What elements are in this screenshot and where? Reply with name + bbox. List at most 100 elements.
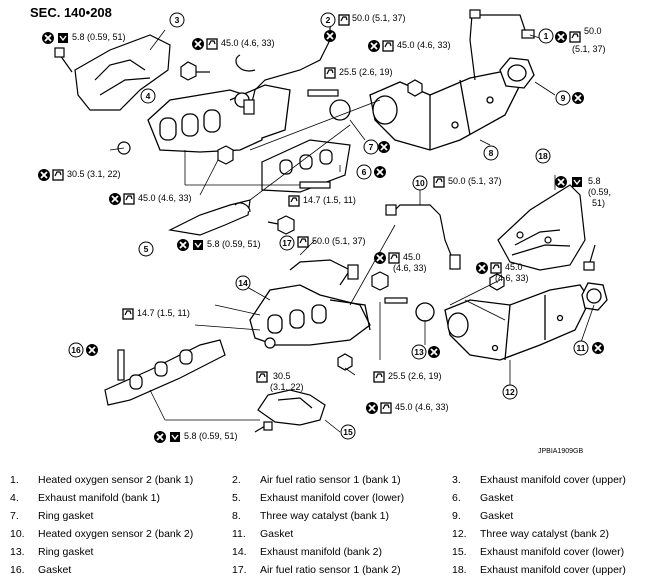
torque-19: 45.0 (4.6, 33) [395,402,449,412]
torque-9: 14.7 (1.5, 11) [303,195,356,205]
leader-lines-bank2 [149,175,595,433]
legend-item: 12.Three way catalyst (bank 2) [452,528,609,540]
manifold-cover-lower-bank1 [168,199,251,236]
gasket-16 [104,339,226,406]
stud-bank2 [384,297,408,304]
wrench-icon [388,252,400,264]
callout-2: 2 [326,15,331,25]
legend-item: 1.Heated oxygen sensor 2 (bank 1) [10,474,194,486]
legend-item: 18.Exhaust manifold cover (upper) [452,564,626,576]
wrench-icon [122,308,134,320]
replace-icon [365,401,379,415]
callout-8: 8 [489,148,494,158]
callout-numbers: 1 2 3 4 5 6 7 8 9 10 11 12 13 14 15 16 1… [71,15,585,437]
legend-item: 17.Air fuel ratio sensor 1 (bank 2) [232,564,401,576]
three-way-catalyst-bank2 [444,284,591,361]
torque-7: 30.5 (3.1, 22) [67,169,121,179]
callout-16: 16 [71,345,81,355]
replace-icon [108,192,122,206]
callout-9: 9 [561,93,566,103]
wrench-icon [433,176,445,188]
torque-16: 14.7 (1.5, 11) [137,308,190,318]
torque-1b: (5.1, 37) [572,44,606,54]
torque-5: 45.0 (4.6, 33) [397,40,451,50]
legend-item: 6.Gasket [452,492,514,504]
callout-17: 17 [282,238,292,248]
replace-icon [427,345,441,359]
legend-item: 5.Exhaust manifold cover (lower) [232,492,405,504]
manifold-cover-upper-bank2 [497,184,586,271]
heated-oxygen-sensor-bank2 [385,204,461,270]
wrench-icon [256,371,268,383]
torque-11: 50.0 (5.1, 37) [448,176,502,186]
callout-14: 14 [238,278,248,288]
bolt-18 [583,244,596,271]
callout-7: 7 [369,142,374,152]
wrench-icon [288,195,300,207]
sealant-icon [57,32,69,44]
ring-gasket-13 [415,302,435,322]
callout-circles [68,12,589,440]
wrench-icon [490,262,502,274]
torque-14b: (4.6, 33) [393,263,427,273]
torque-17: 30.5 [273,371,291,381]
replace-icon [554,30,568,44]
legend-item: 16.Gasket [10,564,72,576]
wrench-icon [373,371,385,383]
torque-12: 5.8 [588,176,601,186]
heated-oxygen-sensor-bank1 [469,9,535,81]
torque-8: 45.0 (4.6, 33) [138,193,192,203]
legend-item: 8.Three way catalyst (bank 1) [232,510,389,522]
bolt-15 [254,421,273,433]
legend-item: 13.Ring gasket [10,546,94,558]
gasket-9 [499,57,535,89]
wrench-icon [324,67,336,79]
replace-icon [373,165,387,179]
sealant-icon [571,176,583,188]
wrench-icon [52,169,64,181]
legend-item: 9.Gasket [452,510,514,522]
manifold-cover-lower-bank2 [257,389,326,426]
torque-15: 45.0 [505,262,523,272]
wrench-icon [380,402,392,414]
replace-icon [323,29,337,43]
wrench-icon [338,14,350,26]
wrench-icon [297,236,309,248]
replace-icon [153,430,167,444]
legend-item: 4.Exhaust manifold (bank 1) [10,492,160,504]
callout-11: 11 [577,343,586,353]
torque-17b: (3.1, 22) [270,382,304,392]
callout-6: 6 [362,167,367,177]
torque-15b: (4.6, 33) [495,273,529,283]
callout-1: 1 [544,31,549,41]
replace-icon [191,37,205,51]
replace-icon [41,31,55,45]
wrench-icon [382,40,394,52]
legend-item: 14.Exhaust manifold (bank 2) [232,546,382,558]
callout-15: 15 [343,427,353,437]
ring-gasket-7 [329,99,351,121]
legend-item: 11.Gasket [232,528,294,540]
torque-6: 25.5 (2.6, 19) [339,67,393,77]
manifold-cover-upper-bank1 [74,34,171,111]
torque-1: 50.0 [584,26,602,36]
callout-12: 12 [505,387,515,397]
callout-13: 13 [414,347,424,357]
torque-12b: (0.59, [588,187,612,197]
section-title: SEC. 140•208 [30,5,112,20]
replace-icon [37,168,51,182]
torque-12c: 51) [592,198,606,208]
replace-icon [591,341,605,355]
sealant-icon [169,431,181,443]
replace-icon [176,238,190,252]
wrench-icon [569,31,581,43]
bolt-5 [267,215,295,235]
torque-14: 45.0 [403,252,421,262]
callout-3: 3 [175,15,180,25]
nut-mid [217,145,234,165]
diagram-drawing: 1 2 3 4 5 6 7 8 9 10 11 12 13 14 15 16 1… [37,9,608,444]
exhaust-manifold-bank1 [147,84,291,153]
callout-18: 18 [538,151,548,161]
replace-icon [571,91,585,105]
wrench-icon [206,38,218,50]
